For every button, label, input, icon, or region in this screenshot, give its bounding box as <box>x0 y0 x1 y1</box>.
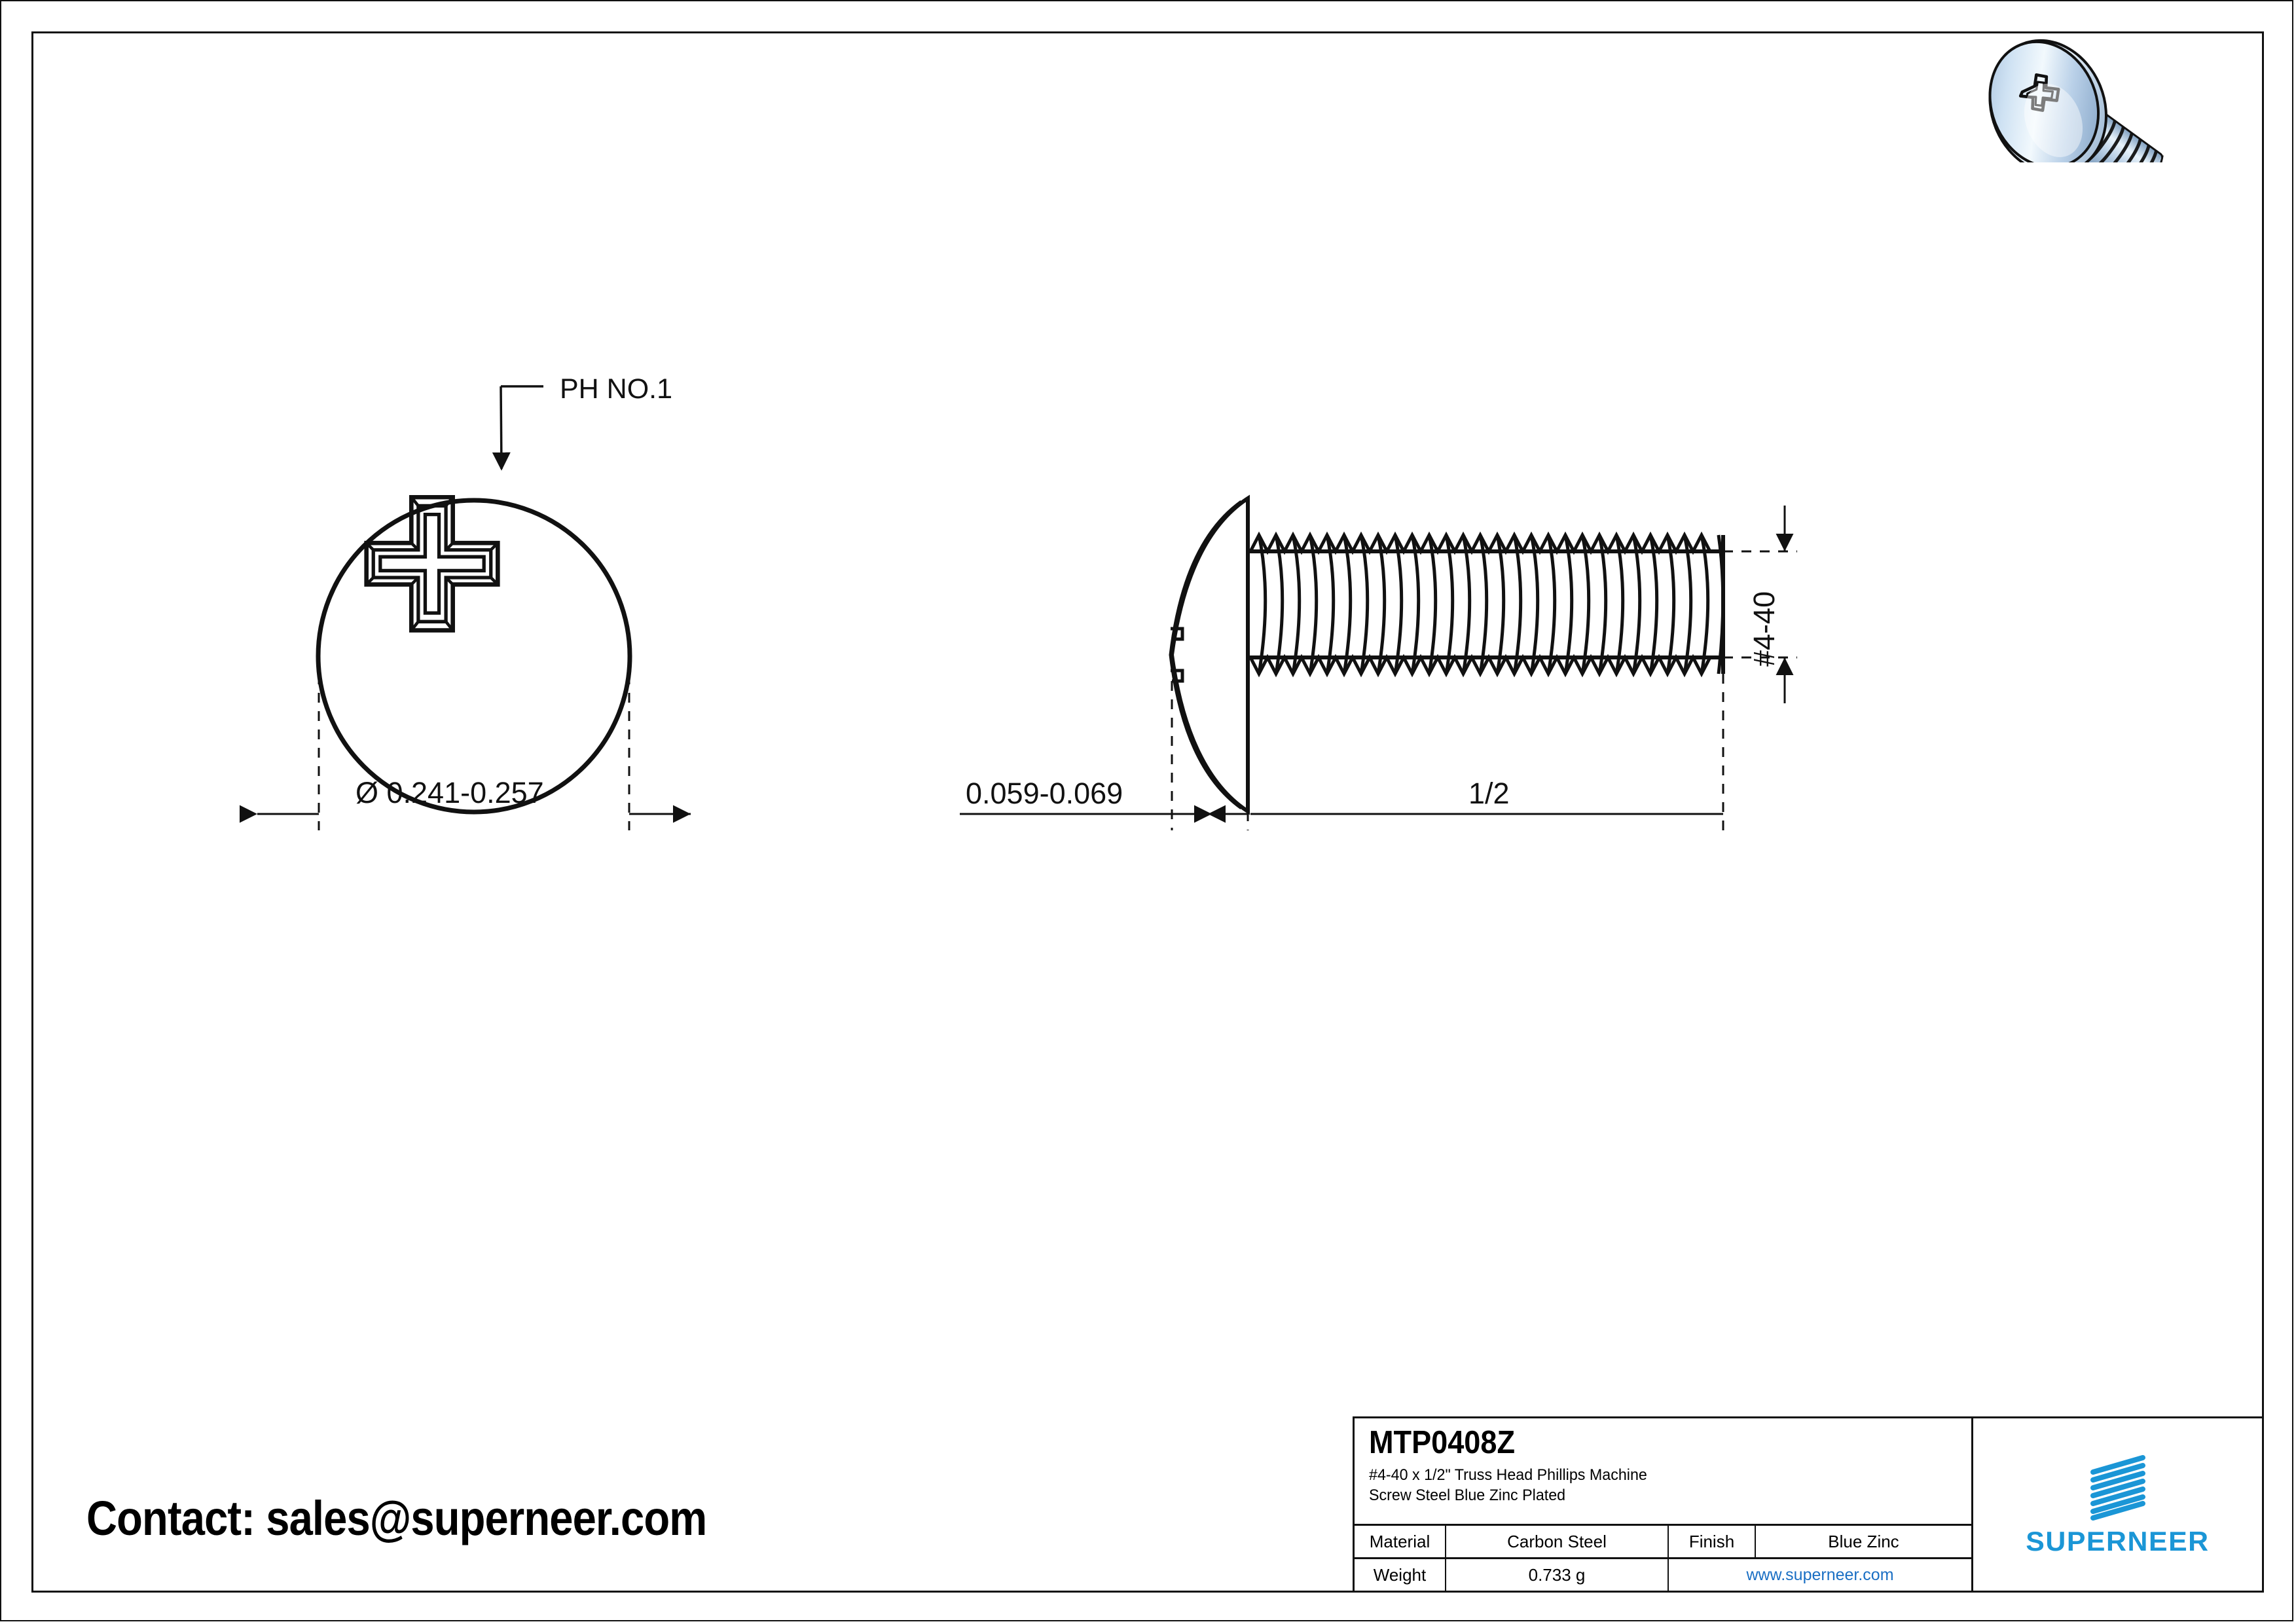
weight-value: 0.733 g <box>1446 1559 1669 1591</box>
finish-value: Blue Zinc <box>1828 1531 1899 1551</box>
contact-text: Contact: sales@superneer.com <box>86 1491 707 1545</box>
front-view <box>240 385 691 830</box>
part-description: #4-40 x 1/2" Truss Head Phillips Machine… <box>1369 1466 1647 1504</box>
title-block: MTP0408Z #4-40 x 1/2" Truss Head Phillip… <box>1353 1416 2264 1593</box>
weight-label: Weight <box>1355 1559 1446 1591</box>
weight-website-row: Weight 0.733 g www.superneer.com <box>1355 1559 1971 1591</box>
brand-name: SUPERNEER <box>2026 1525 2210 1557</box>
side-view-head-height-dimension: 0.059-0.069 <box>966 777 1123 810</box>
title-block-left: MTP0408Z #4-40 x 1/2" Truss Head Phillip… <box>1355 1418 1973 1591</box>
front-view-callout-label: PH NO.1 <box>560 373 672 405</box>
part-number: MTP0408Z <box>1369 1425 1515 1460</box>
title-block-identity: MTP0408Z #4-40 x 1/2" Truss Head Phillip… <box>1355 1418 1971 1526</box>
website-link[interactable]: www.superneer.com <box>1746 1565 1894 1584</box>
material-label: Material <box>1355 1526 1446 1557</box>
sheet-inner-border <box>31 31 2264 1593</box>
material-finish-row: Material Carbon Steel Finish Blue Zinc <box>1355 1526 1971 1559</box>
finish-label: Finish <box>1669 1526 1756 1557</box>
side-view-thread-spec-dimension: #4-40 <box>1747 591 1781 667</box>
superneer-logo-icon <box>2090 1454 2145 1521</box>
screw-3d-render <box>1988 39 2164 162</box>
brand-logo: SUPERNEER <box>1973 1418 2262 1591</box>
side-view <box>960 494 1797 830</box>
front-view-diameter-dimension: Ø 0.241-0.257 <box>355 776 544 809</box>
side-view-length-dimension: 1/2 <box>1468 777 1510 810</box>
material-value: Carbon Steel <box>1446 1526 1669 1557</box>
